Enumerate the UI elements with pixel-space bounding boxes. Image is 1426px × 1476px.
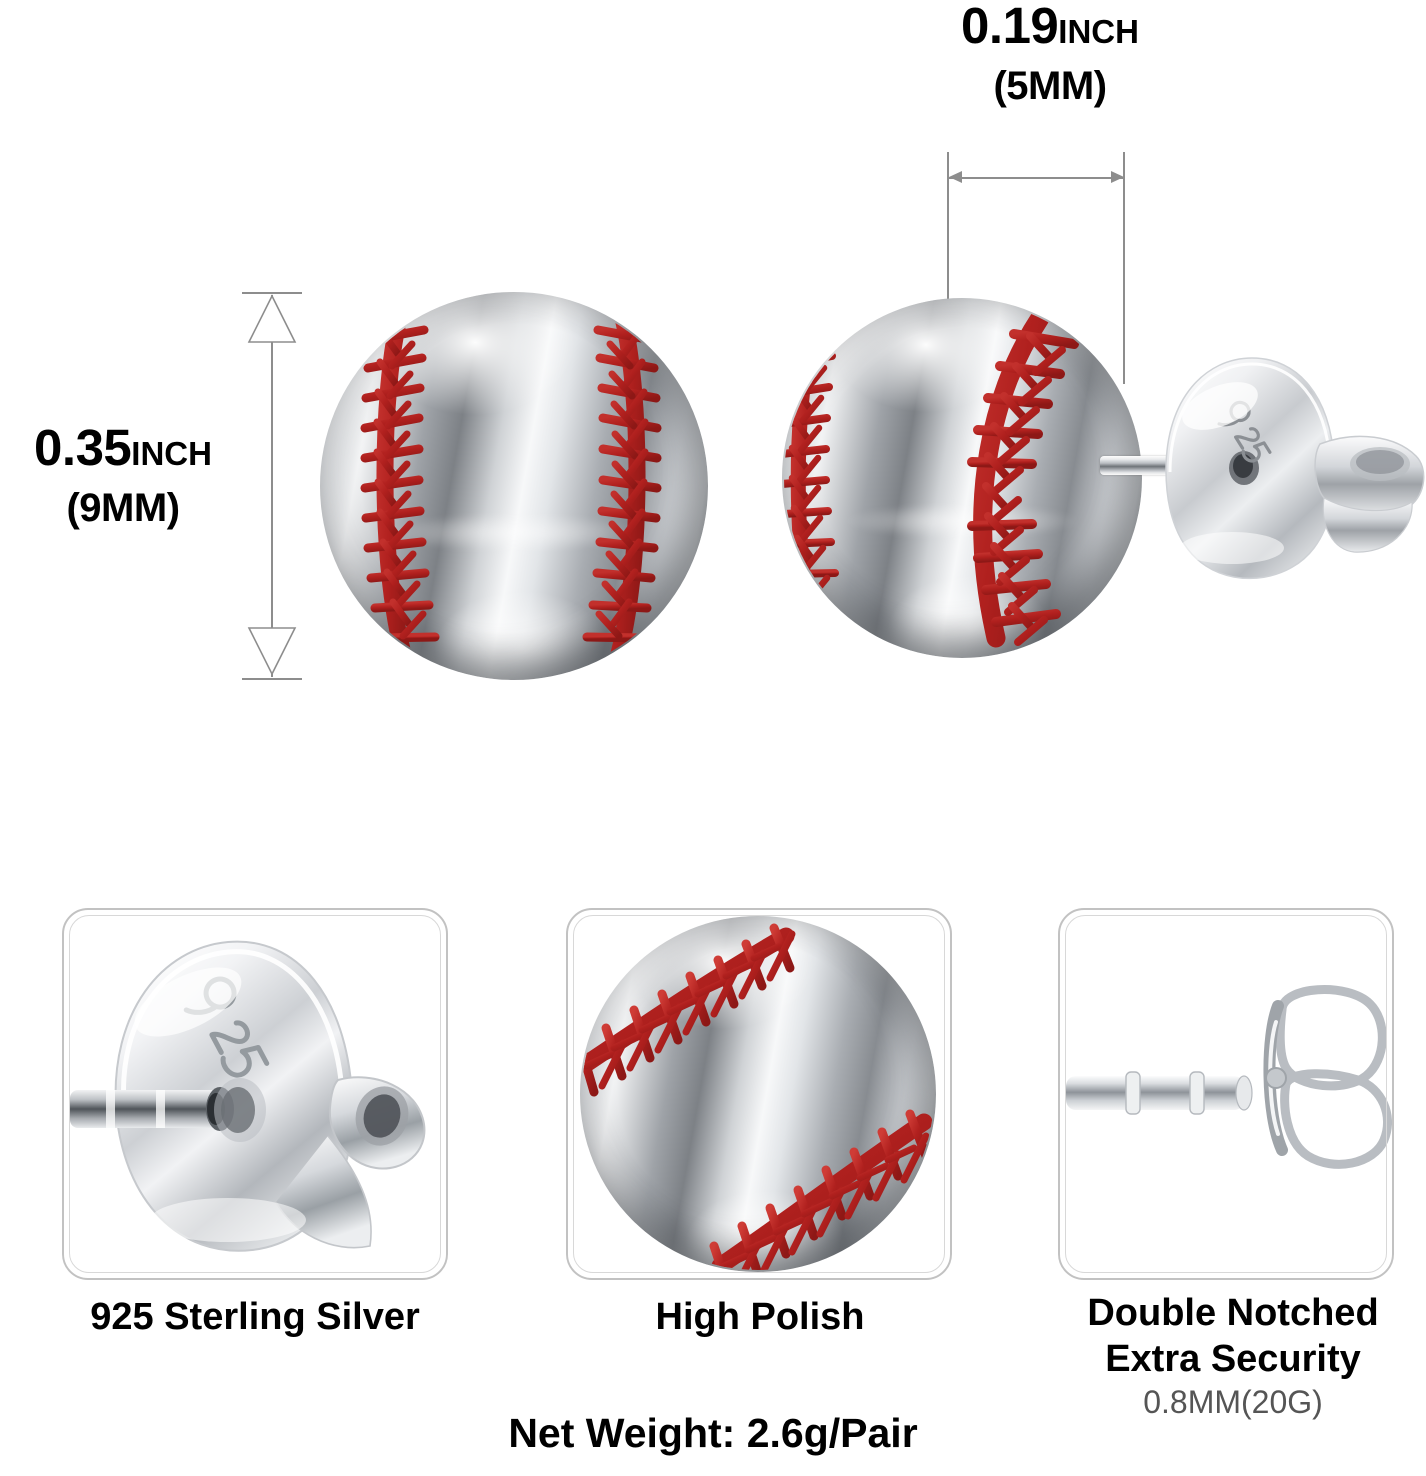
feature-caption-high-polish: High Polish — [560, 1294, 960, 1340]
feature-title-double-notched-line1: Double Notched — [1087, 1292, 1379, 1334]
feature-box-double-notched — [1058, 908, 1394, 1280]
height-arrow-bottom-icon — [247, 627, 297, 676]
double-notched-post-icon — [1066, 985, 1392, 1169]
earring-butterfly-back-main — [1165, 357, 1425, 580]
height-tick-top — [242, 292, 302, 294]
baseball-seams-left-icon — [360, 305, 662, 673]
feature-caption-double-notched: Double Notched Extra Security 0.8MM(20G) — [1040, 1290, 1426, 1422]
height-mm-value: (9MM) — [66, 486, 180, 530]
height-dimension-label: 0.35INCH (9MM) — [0, 420, 248, 532]
feature-title-double-notched-line2: Extra Security — [1105, 1338, 1361, 1380]
feature-title-sterling-silver: 925 Sterling Silver — [90, 1296, 420, 1338]
feature-title-high-polish: High Polish — [655, 1296, 865, 1338]
width-inch-value: 0.19 — [961, 0, 1059, 54]
baseball-bead-side — [782, 298, 1142, 658]
baseball-bead-front — [320, 292, 708, 680]
height-inch-line: 0.35INCH — [0, 420, 248, 482]
width-inch-line: 0.19INCH — [900, 0, 1200, 60]
feature-subtitle-gauge: 0.8MM(20G) — [1143, 1384, 1323, 1420]
width-arrow-left — [949, 171, 962, 183]
feature-box-sterling-silver — [62, 908, 448, 1280]
feature-box-high-polish — [566, 908, 952, 1280]
net-weight-label: Net Weight: 2.6g/Pair — [508, 1410, 918, 1456]
baseball-sphere-body-2 — [782, 298, 1142, 658]
baseball-equator-highlight-2 — [792, 496, 1132, 547]
width-dimension-label: 0.19INCH (5MM) — [900, 0, 1200, 110]
height-inch-value: 0.35 — [34, 419, 132, 476]
high-polish-bead — [580, 916, 936, 1272]
height-dimension-shaft — [271, 295, 273, 677]
width-arrow-right — [1111, 171, 1124, 183]
height-inch-unit: INCH — [131, 435, 212, 472]
earring-back-925-closeup-icon — [70, 940, 426, 1252]
width-dimension-line — [947, 177, 1125, 179]
baseball-seams-side-icon — [784, 308, 1079, 648]
width-inch-unit: INCH — [1058, 13, 1139, 50]
height-tick-bottom — [242, 678, 302, 680]
high-polish-seams-icon — [582, 923, 933, 1270]
width-extension-line-right — [1123, 152, 1125, 384]
height-arrow-top-icon — [247, 294, 297, 343]
feature-caption-sterling-silver: 925 Sterling Silver — [20, 1294, 490, 1340]
baseball-edge-shading-2 — [782, 298, 1142, 658]
width-mm-value: (5MM) — [993, 64, 1107, 108]
